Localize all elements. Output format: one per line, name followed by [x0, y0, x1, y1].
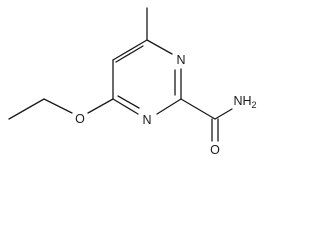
atom-label-ether-o: O [75, 112, 85, 126]
bond-c2-camide [180, 98, 216, 120]
atom-label-n1: N [176, 53, 185, 67]
bond-c6-c5-inner [115, 45, 144, 63]
atom-labels: N N O NH2 O [75, 53, 256, 157]
atom-label-amide-n: NH2 [233, 94, 256, 110]
atom-label-amide-subscript: 2 [252, 100, 257, 110]
bonds [8, 7, 233, 142]
atom-label-n3: N [142, 113, 151, 127]
bond-ch2-ch3 [8, 98, 45, 120]
bond-camide-nh2 [214, 108, 233, 120]
bond-c4-n3 [112, 98, 139, 115]
bond-c6-c5 [112, 39, 148, 61]
bond-n3-c2 [156, 98, 182, 115]
bond-c4-o [87, 98, 114, 114]
molecule-structure-diagram: N N O NH2 O [8, 7, 257, 157]
bond-n1-c6 [146, 39, 173, 55]
bond-c4-n3-inner [117, 95, 140, 109]
bond-o-ch2 [43, 98, 73, 114]
atom-label-carbonyl-o: O [210, 143, 220, 157]
atom-label-amide-nh: NH [233, 94, 251, 108]
